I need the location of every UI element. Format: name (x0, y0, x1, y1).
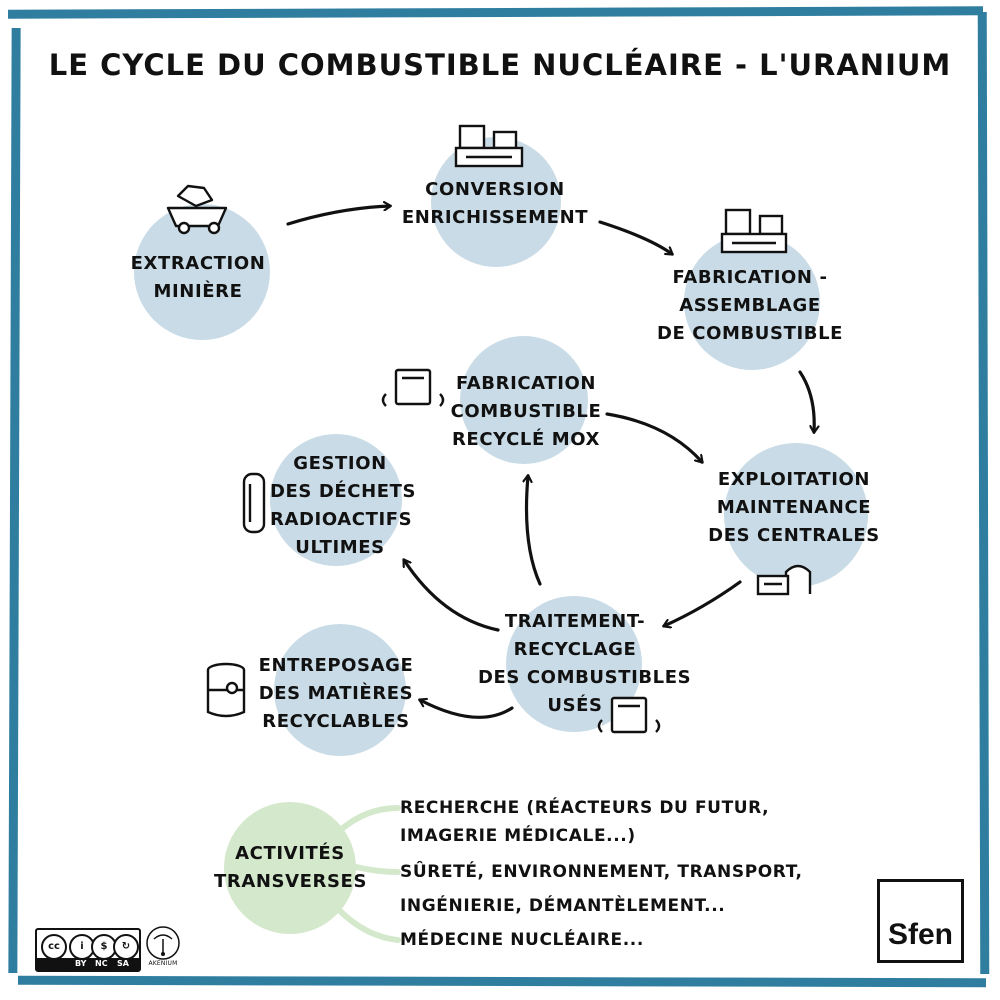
transverse-circle (224, 802, 356, 934)
node-label-line: FABRICATION (455, 373, 597, 394)
transverse-branch-2 (349, 863, 401, 875)
node-label-line: CONVERSION (425, 179, 565, 200)
node-label-line: ENTREPOSAGE (258, 655, 414, 676)
akenium-signature: AKENIUM (148, 960, 178, 967)
transverse-item: SÛRETÉ, ENVIRONNEMENT, TRANSPORT, (400, 862, 803, 882)
transverse-item: MÉDECINE NUCLÉAIRE... (400, 930, 644, 950)
license-tag-nc: NC (95, 959, 108, 968)
node-circle-dechets (270, 434, 402, 566)
node-fabrication-assemblage: FABRICATION - ASSEMBLAGE DE COMBUSTIBLE (650, 264, 850, 348)
node-label-line: MINIÈRE (153, 281, 243, 302)
sfen-logo-text: Sfen (887, 918, 953, 951)
factory-icon (454, 124, 524, 168)
transverse-activities-label: ACTIVITÉS TRANSVERSES (214, 840, 366, 896)
node-label-line: FABRICATION - (672, 267, 828, 288)
node-label-line: TRAITEMENT- (504, 611, 646, 632)
node-circle-exploitation (724, 443, 868, 587)
processing-unit-icon (381, 368, 445, 407)
cc-icon: cc (41, 934, 67, 960)
node-circle-entreposage (274, 624, 406, 756)
arrow-fabrication-to-exploitation (798, 370, 814, 432)
arrow-traitement-to-entreposage (420, 700, 514, 719)
node-label-line: GESTION (293, 453, 387, 474)
node-gestion-dechets: GESTION DES DÉCHETS RADIOACTIFS ULTIMES (270, 450, 417, 562)
node-label-line: DES DÉCHETS (270, 481, 417, 502)
node-exploitation-maintenance: EXPLOITATION MAINTENANCE DES CENTRALES (706, 466, 882, 550)
node-circle-conversion (431, 137, 561, 267)
power-plant-icon (756, 564, 812, 596)
waste-canister-icon (242, 472, 266, 534)
arrow-traitement-to-mox (527, 476, 542, 586)
node-label-line: RECYCLAGE (513, 639, 637, 660)
license-tag-by: BY (75, 959, 87, 968)
node-label-line: MAINTENANCE (716, 497, 872, 518)
arrow-conversion-to-fabrication (598, 220, 672, 256)
arrow-mox-to-exploitation (605, 412, 702, 462)
sfen-logo: Sfen (877, 879, 964, 963)
node-entreposage: ENTREPOSAGE DES MATIÈRES RECYCLABLES (256, 652, 416, 736)
node-label-line: ULTIMES (295, 537, 385, 558)
node-label-line: USÉS (547, 695, 603, 716)
license-tag-strip (37, 958, 139, 970)
factory-icon (720, 208, 788, 254)
share-alike-icon: ↻ (113, 934, 139, 960)
node-extraction-miniere: EXTRACTION MINIÈRE (128, 250, 268, 306)
transverse-branch-3 (327, 897, 401, 943)
node-label-line: EXTRACTION (130, 253, 266, 274)
transverse-label-line: TRANSVERSES (214, 871, 368, 892)
arrow-extraction-to-conversion (286, 206, 390, 226)
mining-cart-icon (166, 184, 228, 235)
transverse-item: IMAGERIE MÉDICALE...) (400, 826, 636, 846)
arrow-exploitation-to-traitement (664, 580, 742, 626)
node-circle-mox (460, 336, 588, 464)
node-label-line: RADIOACTIFS (270, 509, 413, 530)
node-circle-traitement (506, 596, 642, 732)
akenium-logo-icon (146, 926, 180, 960)
transverse-item: RECHERCHE (RÉACTEURS DU FUTUR, (400, 798, 770, 818)
node-label-line: DE COMBUSTIBLE (656, 323, 844, 344)
node-label-line: DES CENTRALES (708, 525, 880, 546)
transverse-branch-1 (327, 805, 401, 843)
node-label-line: DES MATIÈRES (258, 683, 414, 704)
node-label-line: EXPLOITATION (717, 469, 871, 490)
processing-unit-icon (597, 696, 661, 734)
node-circle-fabrication (684, 234, 820, 370)
node-label-line: COMBUSTIBLE (450, 401, 602, 422)
transverse-label-line: ACTIVITÉS (235, 843, 345, 864)
storage-drum-icon (206, 662, 246, 718)
node-label-line: DES COMBUSTIBLES (478, 667, 692, 688)
node-traitement-recyclage: TRAITEMENT- RECYCLAGE DES COMBUSTIBLES U… (478, 608, 692, 720)
node-label-line: ENRICHISSEMENT (401, 207, 589, 228)
node-conversion-enrichissement: CONVERSION ENRICHISSEMENT (400, 176, 590, 232)
node-label-line: RECYCLÉ MOX (451, 429, 601, 450)
license-tag-sa: SA (117, 959, 129, 968)
transverse-item: INGÉNIERIE, DÉMANTÈLEMENT... (400, 896, 726, 916)
node-fabrication-mox: FABRICATION COMBUSTIBLE RECYCLÉ MOX (446, 370, 606, 454)
node-label-line: ASSEMBLAGE (679, 295, 821, 316)
node-label-line: RECYCLABLES (262, 711, 410, 732)
diagram-title: LE CYCLE DU COMBUSTIBLE NUCLÉAIRE - L'UR… (48, 48, 952, 82)
arrow-traitement-to-dechets (402, 560, 500, 632)
node-circle-extraction (134, 204, 270, 340)
creative-commons-license-badge: cc i $ ↻ BY NC SA (35, 928, 141, 972)
